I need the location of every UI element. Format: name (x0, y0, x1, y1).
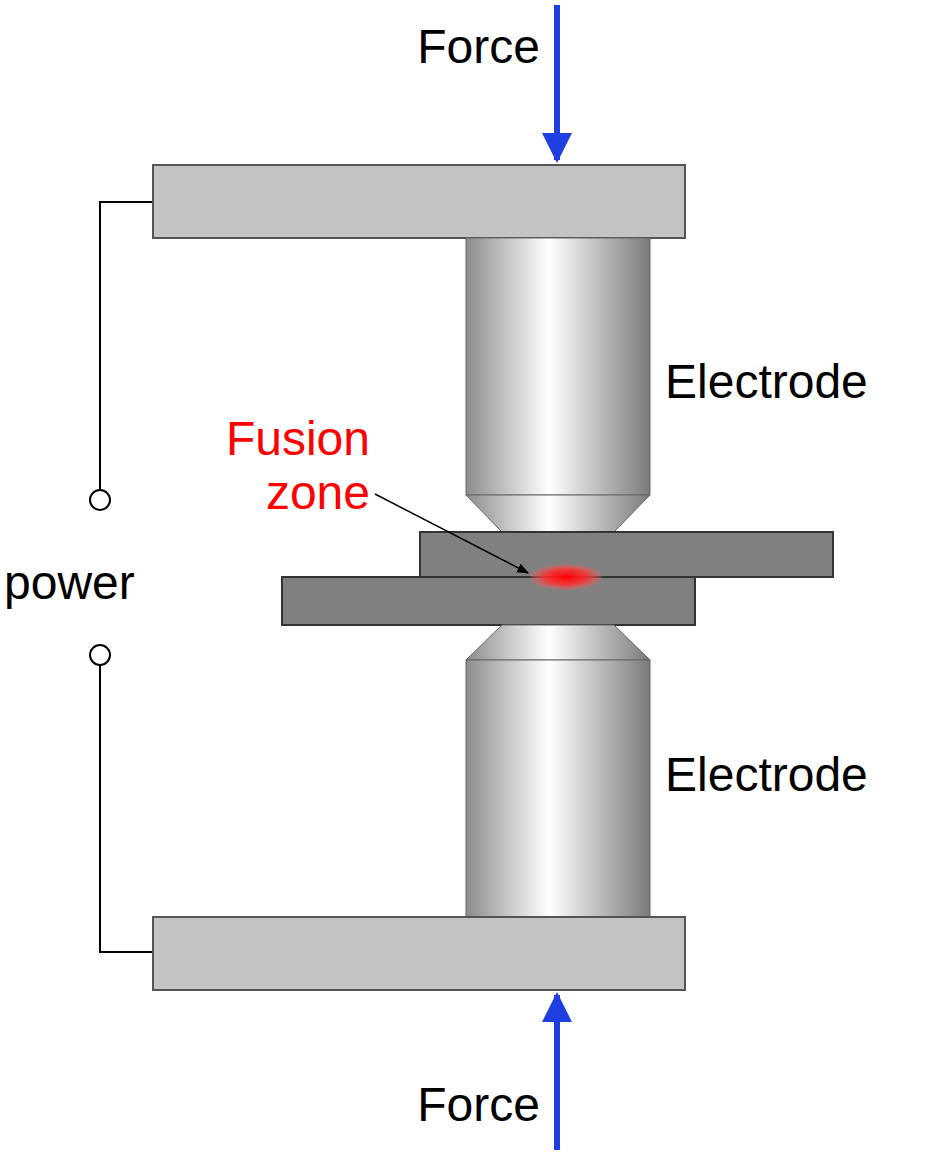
terminal (90, 645, 110, 665)
lower-sheet (282, 577, 695, 625)
electrode-label: Electrode (665, 355, 940, 409)
power-wire (100, 665, 153, 952)
electrode-body (466, 238, 650, 495)
leader-line (375, 494, 528, 573)
fusion-zone-label: Fusion zone (160, 412, 370, 520)
force-label: Force (360, 20, 540, 74)
force-arrow (554, 5, 560, 160)
electrode-tip (466, 495, 650, 532)
upper-sheet (420, 532, 833, 577)
electrode-holder (153, 917, 685, 990)
force-label: Force (360, 1078, 540, 1132)
electrode-tip (466, 625, 650, 660)
force-arrow (554, 995, 560, 1150)
fusion-nugget (530, 564, 602, 590)
electrode-label: Electrode (665, 748, 940, 802)
electrode-body (466, 660, 650, 917)
terminal (90, 490, 110, 510)
power-label: power (4, 556, 179, 610)
electrode-holder (153, 165, 685, 238)
power-wire (100, 202, 153, 490)
